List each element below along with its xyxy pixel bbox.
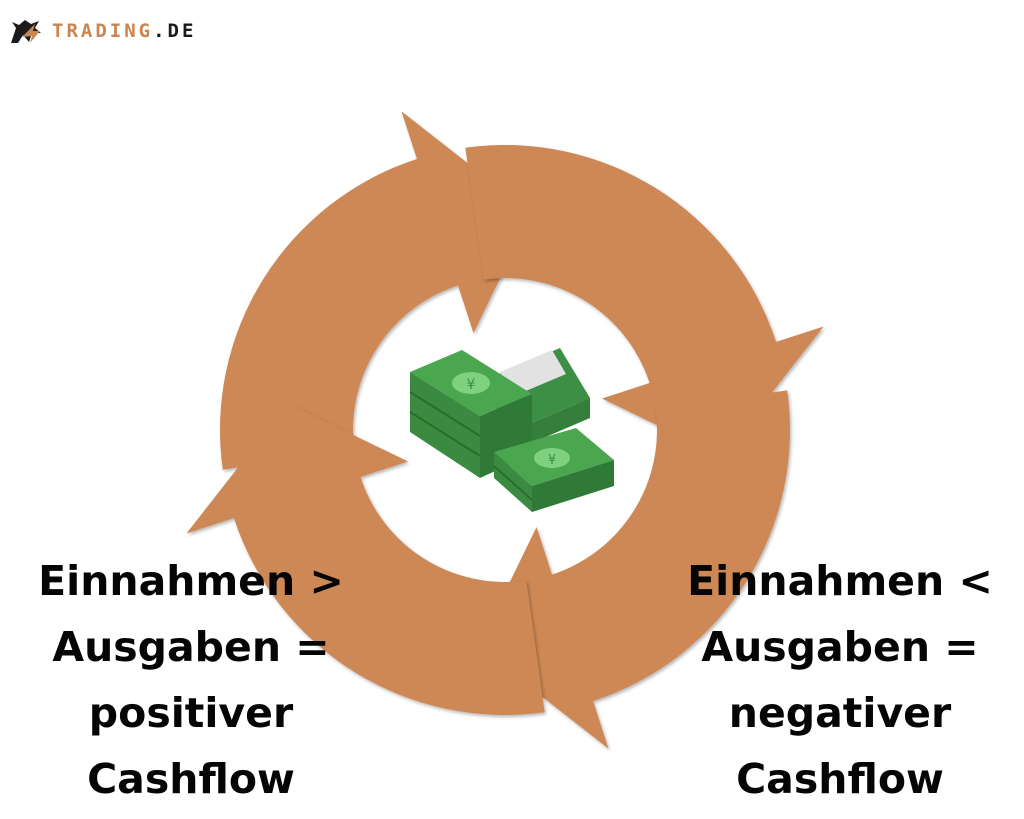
svg-text:¥: ¥ bbox=[548, 453, 556, 468]
cycle-arrows bbox=[186, 111, 824, 749]
caption-line: negativer bbox=[728, 689, 952, 737]
caption-line: Cashflow bbox=[87, 755, 295, 803]
brand-name: TRADING bbox=[52, 20, 154, 42]
caption-line: Cashflow bbox=[736, 755, 944, 803]
cycle-arrow-top bbox=[220, 111, 532, 470]
caption-line: Ausgaben = bbox=[701, 623, 979, 671]
brand-suffix: .DE bbox=[153, 20, 197, 42]
bull-head-icon bbox=[11, 20, 41, 43]
cycle-arrow-bottom bbox=[478, 390, 790, 749]
brand-logo[interactable]: TRADING.DE bbox=[8, 14, 196, 48]
brand-wordmark: TRADING.DE bbox=[52, 20, 196, 42]
cycle-arrow-right bbox=[465, 145, 824, 457]
caption-line: positiver bbox=[88, 689, 294, 737]
caption-line: Einnahmen > bbox=[38, 557, 344, 605]
cycle-arrow-left bbox=[186, 403, 545, 715]
caption-negative-cashflow: Einnahmen < Ausgaben = negativer Cashflo… bbox=[660, 548, 1020, 812]
money-stack-icon: ¥ ¥ bbox=[409, 348, 614, 512]
caption-line: Ausgaben = bbox=[52, 623, 330, 671]
caption-line: Einnahmen < bbox=[687, 557, 993, 605]
caption-positive-cashflow: Einnahmen > Ausgaben = positiver Cashflo… bbox=[10, 548, 372, 812]
svg-text:¥: ¥ bbox=[467, 377, 476, 393]
